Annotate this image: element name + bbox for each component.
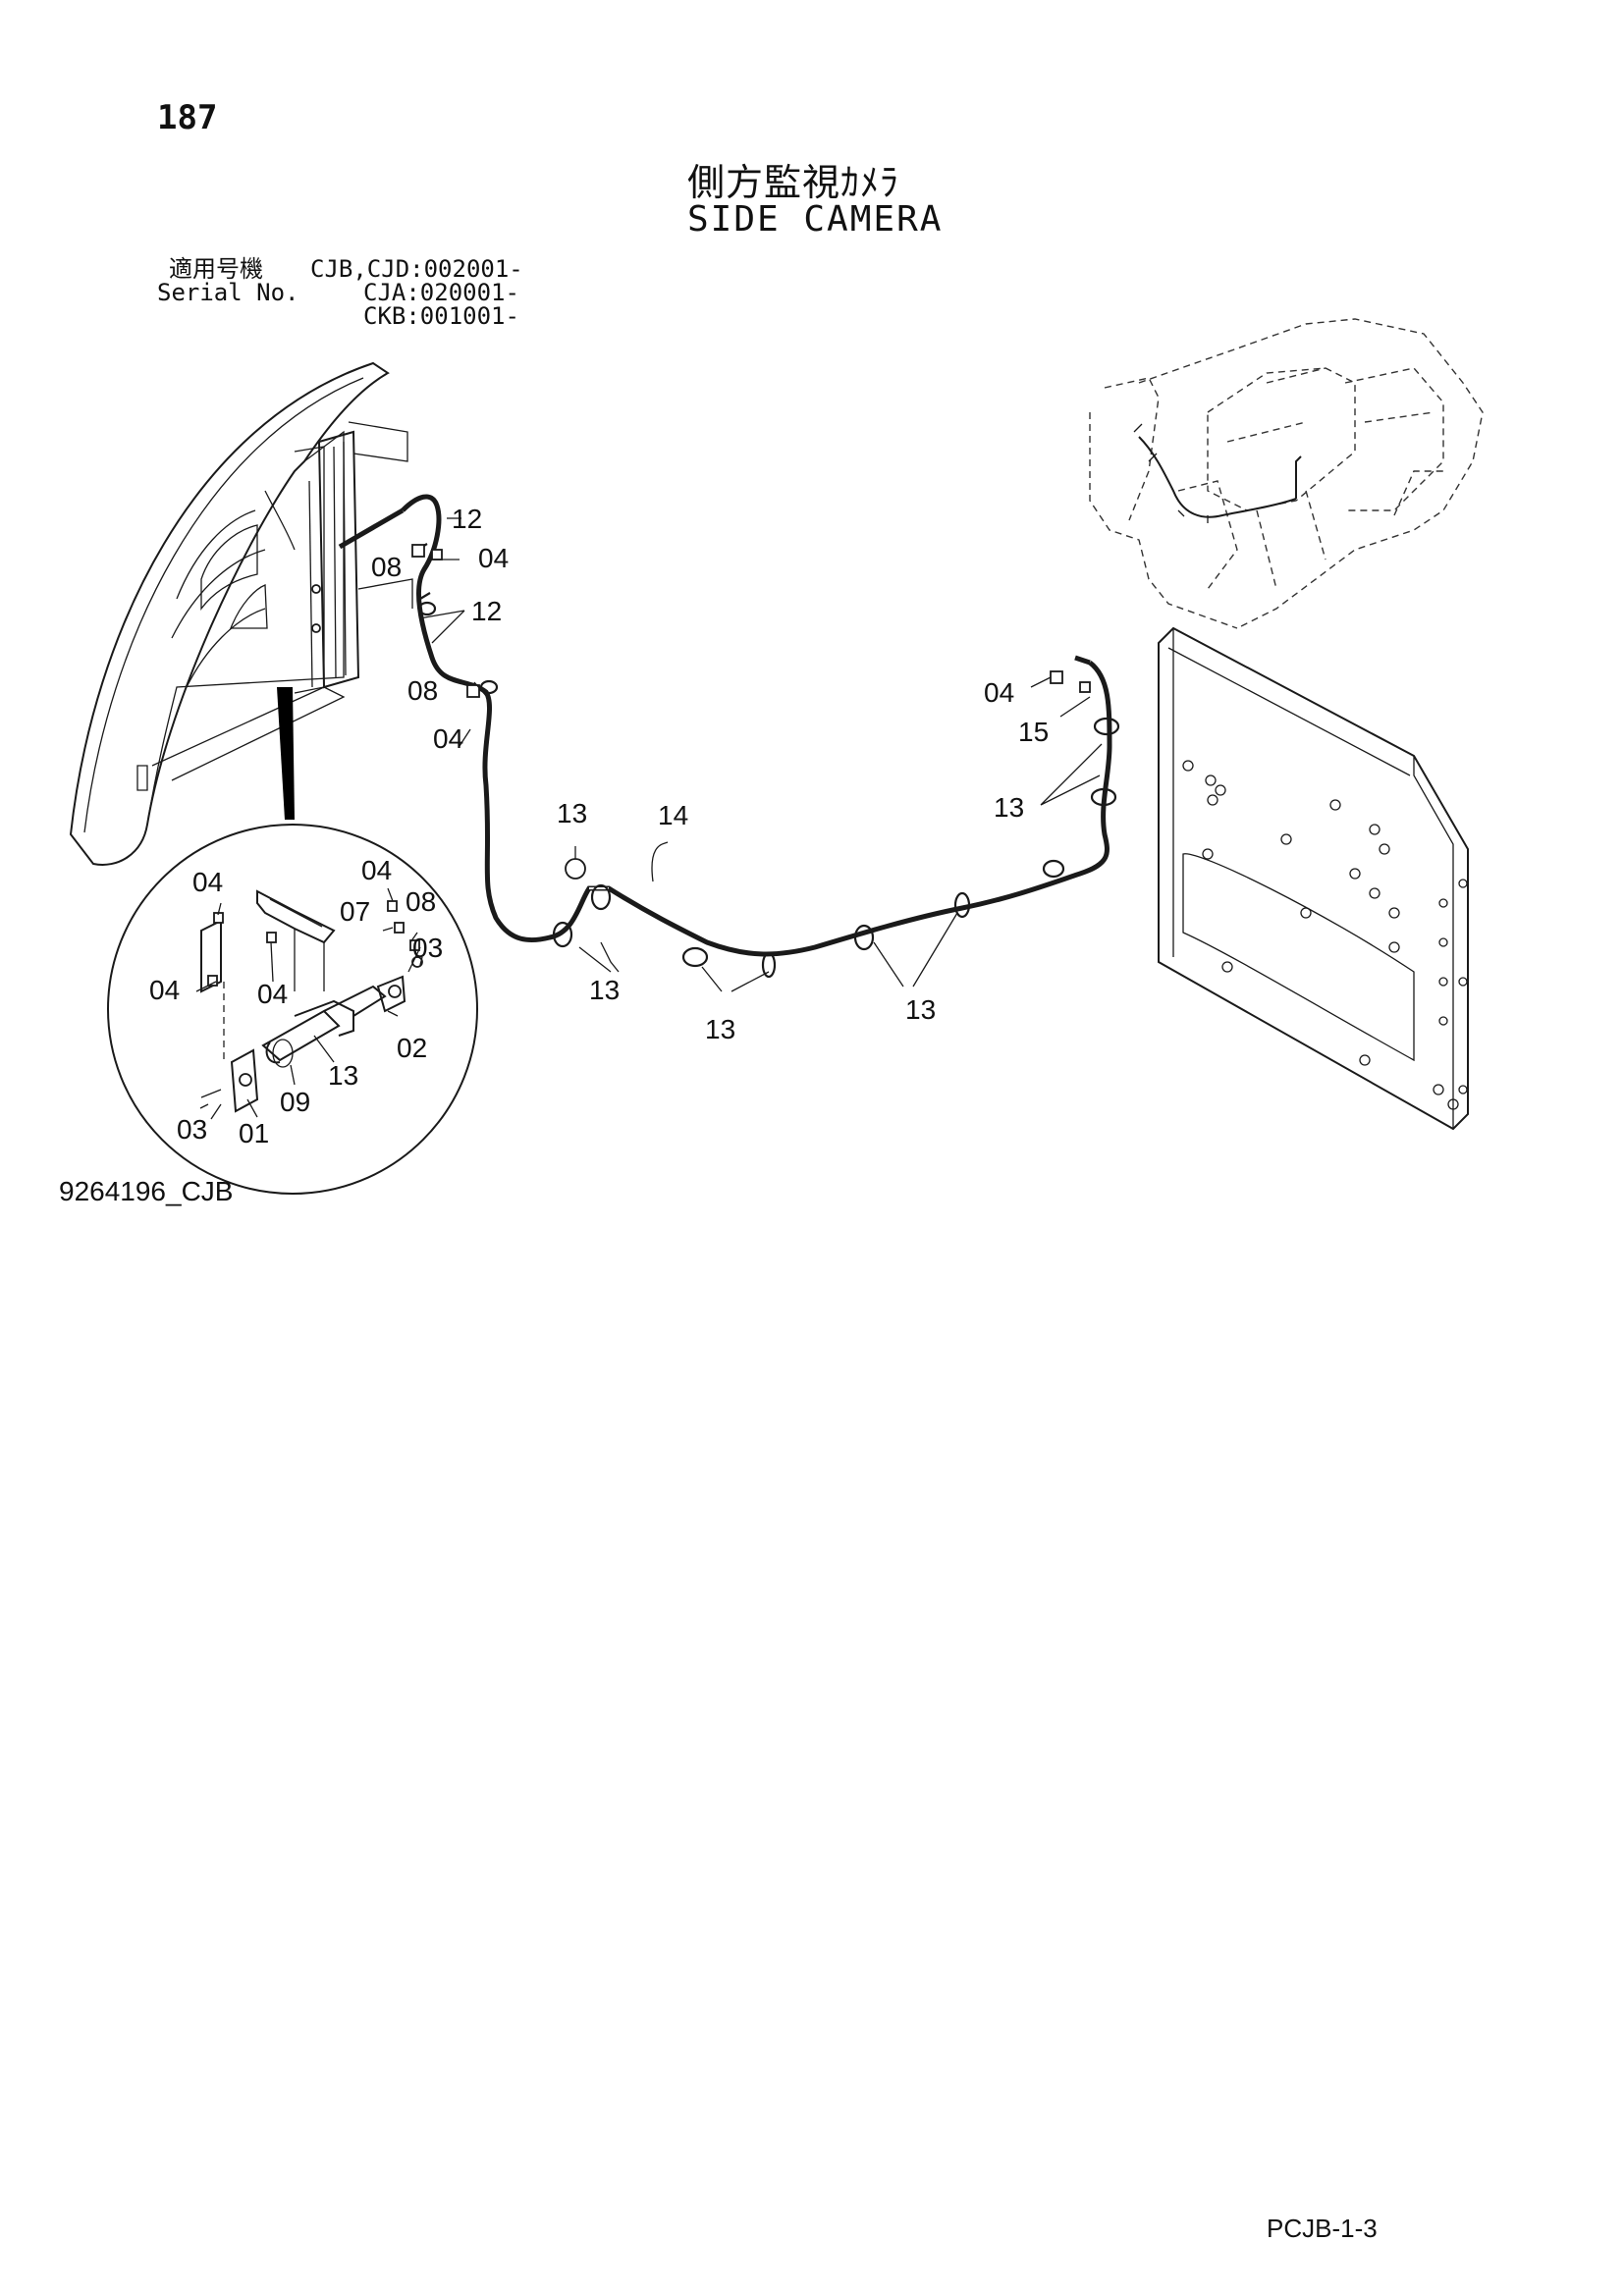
serial-line-2: CJA:020001- — [363, 279, 519, 306]
harness-clamps — [417, 601, 1120, 979]
detail-callout-13: 13 — [328, 1060, 358, 1091]
rear-cover-panel — [1158, 626, 1469, 1131]
callout-15: 15 — [1018, 717, 1049, 747]
detail-callout-04-a: 04 — [192, 867, 223, 897]
leader-lines — [195, 517, 1103, 1120]
cab-side-panel — [69, 361, 413, 866]
callout-08-upper: 08 — [371, 552, 402, 582]
callout-12-upper: 12 — [452, 504, 482, 534]
detail-callout-04-c: 04 — [149, 975, 180, 1005]
detail-callout-03-upper: 03 — [412, 933, 443, 963]
serial-label-ja: 適用号機 — [169, 255, 263, 283]
detail-callout-09: 09 — [280, 1087, 310, 1117]
serial-label-en: Serial No. — [157, 279, 299, 306]
callout-13-left: 13 — [589, 975, 620, 1005]
detail-callout-04-d: 04 — [257, 979, 288, 1009]
detail-view-circle — [107, 824, 478, 1195]
page-code: PCJB-1-3 — [1267, 2214, 1378, 2243]
detail-callout-03-lower: 03 — [177, 1114, 207, 1145]
serial-line-1: CJB,CJD:002001- — [310, 255, 523, 283]
callout-08-lower: 08 — [407, 675, 438, 706]
detail-callout-04-b: 04 — [361, 855, 392, 885]
upper-bolts — [411, 544, 1091, 698]
callout-13-right: 13 — [905, 994, 936, 1025]
serial-line-3: CKB:001001- — [363, 302, 519, 330]
drawing-id: 9264196_CJB — [59, 1176, 234, 1206]
callout-12-lower: 12 — [471, 596, 502, 626]
detail-callout-01: 01 — [239, 1118, 269, 1148]
title-japanese: 側方監視ｶﾒﾗ — [687, 161, 900, 204]
callout-14-harness: 14 — [658, 800, 688, 830]
title-english: SIDE CAMERA — [687, 199, 944, 240]
detail-callout-02: 02 — [397, 1033, 427, 1063]
detail-callout-08: 08 — [406, 886, 436, 917]
callout-04-lower: 04 — [433, 723, 463, 754]
detail-callout-07: 07 — [340, 896, 370, 927]
callout-13-middle: 13 — [705, 1014, 735, 1044]
page-number: 187 — [157, 98, 218, 137]
callout-04-right: 04 — [984, 677, 1014, 708]
callout-13-vertical: 13 — [994, 792, 1024, 823]
callout-04-upper: 04 — [478, 543, 509, 573]
machine-overview — [1089, 318, 1484, 629]
callout-13-grommet: 13 — [557, 798, 587, 828]
